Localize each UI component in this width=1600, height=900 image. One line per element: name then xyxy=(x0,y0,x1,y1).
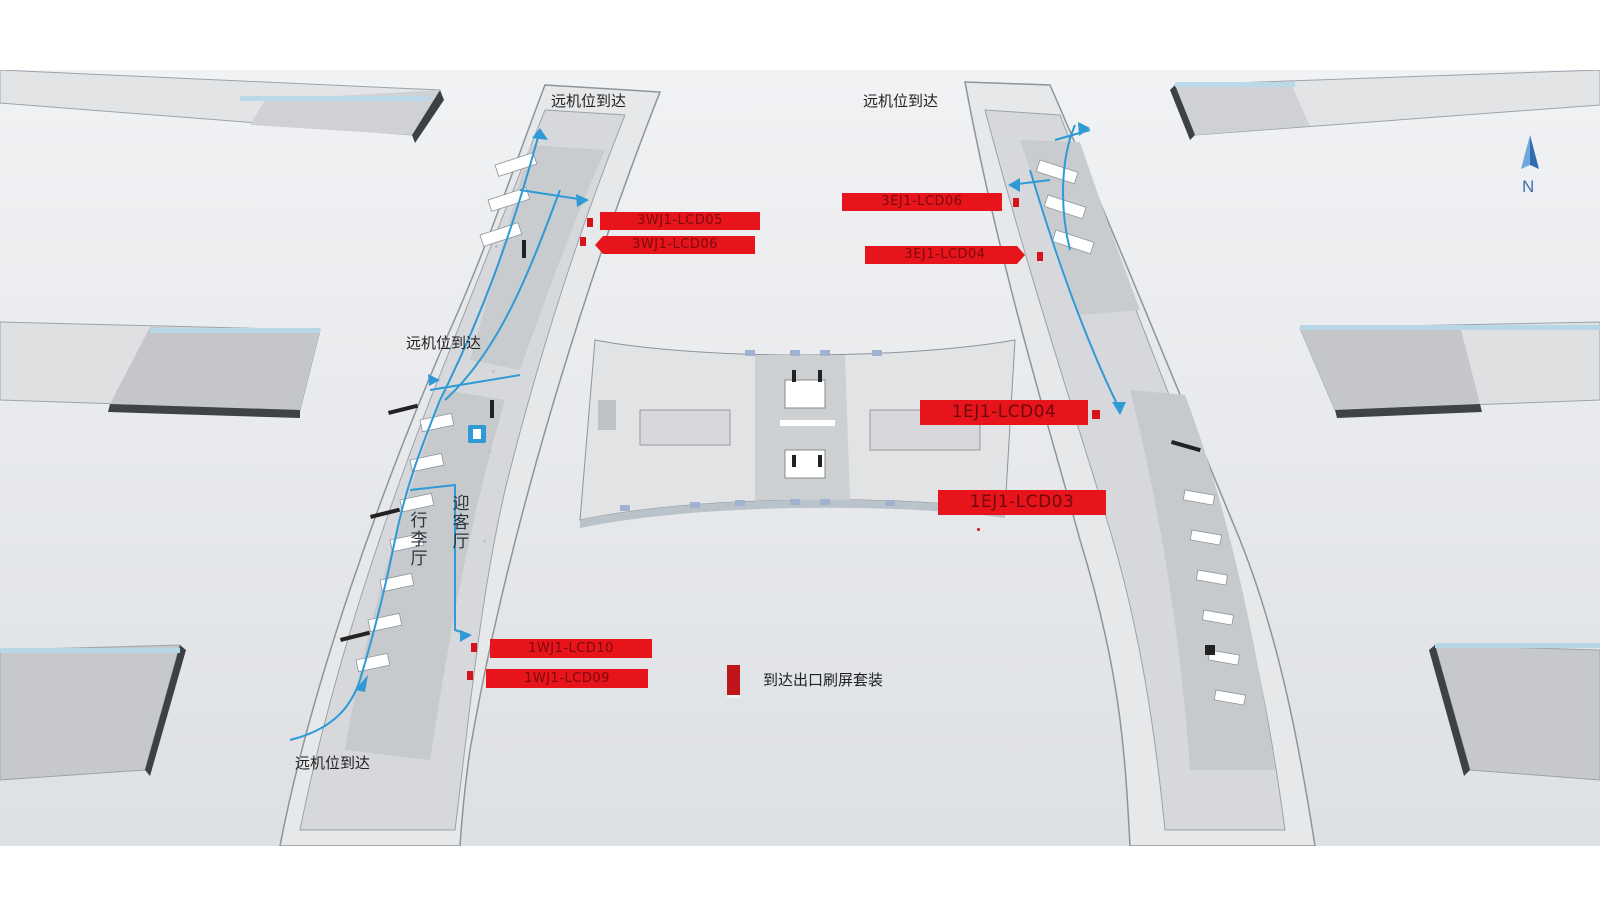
gate-pier-mid-right xyxy=(1299,321,1600,418)
legend-swatch xyxy=(727,665,740,698)
screen-marker[interactable] xyxy=(977,528,980,531)
screen-tag-1wj1-lcd10[interactable]: 1WJ1-LCD10 xyxy=(490,639,652,658)
gate-pier-top-right xyxy=(1170,70,1600,140)
screen-marker[interactable] xyxy=(587,218,593,227)
screen-tag-1ej1-lcd04[interactable]: 1EJ1-LCD04 xyxy=(920,400,1088,425)
screen-tag-3wj1-lcd06[interactable]: 3WJ1-LCD06 xyxy=(595,236,755,254)
baggage-hall-label: 行李厅 xyxy=(410,511,428,569)
screen-marker[interactable] xyxy=(580,237,586,246)
remote-stand-arrival-label: 远机位到达 xyxy=(295,754,371,772)
screen-marker[interactable] xyxy=(1037,252,1043,261)
north-arrow-icon xyxy=(1521,135,1539,169)
screen-tag-3wj1-lcd05[interactable]: 3WJ1-LCD05 xyxy=(600,212,760,230)
screen-marker[interactable] xyxy=(1013,198,1019,207)
remote-stand-arrival-label: 远机位到达 xyxy=(551,92,627,110)
airport-arrival-map[interactable]: 远机位到达 远机位到达 远机位到达 远机位到达 行李厅 迎客厅 3WJ1-LCD… xyxy=(0,70,1600,846)
screen-tag-1ej1-lcd03[interactable]: 1EJ1-LCD03 xyxy=(938,490,1106,515)
remote-stand-arrival-label: 远机位到达 xyxy=(863,92,939,110)
screen-tag-3ej1-lcd06[interactable]: 3EJ1-LCD06 xyxy=(842,193,1002,211)
screen-tag-3ej1-lcd04[interactable]: 3EJ1-LCD04 xyxy=(865,246,1025,264)
terminal-floor-plan xyxy=(0,70,1600,846)
compass-north-label: N xyxy=(1522,177,1535,196)
screen-marker[interactable] xyxy=(467,671,473,680)
gate-pier-bottom-left xyxy=(0,644,186,781)
screen-marker[interactable] xyxy=(471,643,477,652)
greeting-hall-label: 迎客厅 xyxy=(452,494,470,552)
gate-pier-bottom-right xyxy=(1429,643,1600,781)
gate-pier-mid-left xyxy=(0,321,321,418)
remote-stand-arrival-label: 远机位到达 xyxy=(406,334,482,352)
screen-marker[interactable] xyxy=(1092,410,1100,419)
gate-pier-top-left xyxy=(0,70,444,143)
central-terminal xyxy=(579,339,1016,528)
legend-label: 到达出口刷屏套装 xyxy=(763,671,884,689)
west-concourse xyxy=(279,84,662,846)
screen-tag-1wj1-lcd09[interactable]: 1WJ1-LCD09 xyxy=(486,669,648,688)
